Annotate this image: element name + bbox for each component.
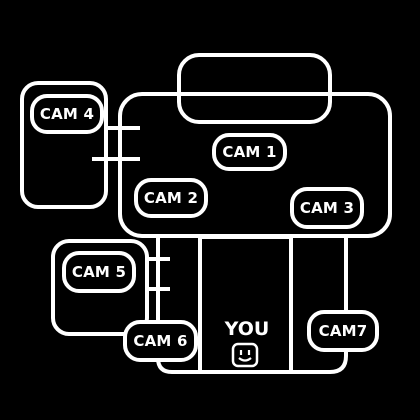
office-room bbox=[198, 235, 293, 374]
cam-1-button[interactable]: CAM 1 bbox=[212, 133, 287, 171]
cam-5-button[interactable]: CAM 5 bbox=[62, 251, 136, 293]
cam-3-button[interactable]: CAM 3 bbox=[290, 187, 364, 229]
cam-2-button[interactable]: CAM 2 bbox=[134, 178, 208, 218]
cam-6-button[interactable]: CAM 6 bbox=[123, 320, 198, 362]
smiley-face-icon bbox=[231, 342, 259, 368]
cam-7-button[interactable]: CAM7 bbox=[307, 310, 379, 352]
player-location-label: YOU bbox=[224, 318, 270, 340]
room-cam4 bbox=[20, 81, 108, 209]
cam-4-button[interactable]: CAM 4 bbox=[30, 94, 104, 134]
stage-room bbox=[177, 53, 332, 124]
